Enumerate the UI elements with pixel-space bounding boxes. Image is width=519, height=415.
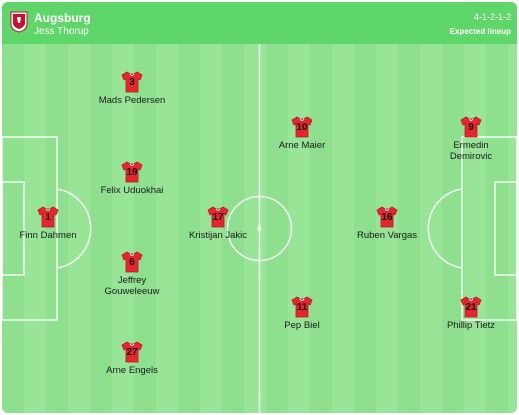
lineup-status: Expected lineup [449, 27, 511, 36]
player-name: Ruben Vargas [356, 230, 418, 241]
player-def-4[interactable]: 27 Arne Engels [82, 341, 182, 376]
shirt-icon: 6 [121, 251, 143, 273]
pitch: 1 Finn Dahmen 3 Mads Pedersen 19 Felix U… [2, 44, 517, 413]
player-name: Mads Pedersen [98, 95, 166, 106]
player-name: Arne Engels [106, 365, 158, 376]
shirt-number: 19 [126, 167, 138, 178]
shirt-icon: 27 [121, 341, 143, 363]
player-dm[interactable]: 17 Kristijan Jakic [168, 206, 268, 241]
shirt-icon: 11 [291, 296, 313, 318]
player-cm-2[interactable]: 11 Pep Biel [252, 296, 352, 331]
player-def-2[interactable]: 19 Felix Uduokhai [82, 161, 182, 196]
player-name: Jeffrey [117, 275, 147, 286]
player-name: Kristijan Jakic [188, 230, 248, 241]
shirt-number: 21 [465, 302, 477, 313]
shirt-icon: 19 [121, 161, 143, 183]
team-header: Augsburg Jess Thorup 4-1-2-1-2 Expected … [2, 2, 517, 44]
shirt-icon: 16 [376, 206, 398, 228]
player-fw-2[interactable]: 21 Phillip Tietz [421, 296, 517, 331]
shirt-icon: 1 [37, 206, 59, 228]
player-name-line2: Gouweleeuw [104, 286, 160, 297]
shirt-number: 1 [45, 212, 51, 223]
shirt-number: 17 [212, 212, 224, 223]
shirt-number: 27 [126, 347, 138, 358]
shirt-icon: 21 [460, 296, 482, 318]
player-am[interactable]: 16 Ruben Vargas [337, 206, 437, 241]
shirt-number: 10 [296, 122, 308, 133]
player-name: Finn Dahmen [19, 230, 77, 241]
shirt-icon: 10 [291, 116, 313, 138]
team-name[interactable]: Augsburg [34, 11, 91, 25]
augsburg-crest-icon [10, 11, 28, 33]
player-name: Arne Maier [278, 140, 326, 151]
player-name: Phillip Tietz [446, 320, 496, 331]
player-name: Felix Uduokhai [100, 185, 164, 196]
player-name: Pep Biel [284, 320, 320, 331]
coach-name: Jess Thorup [34, 26, 89, 37]
shirt-number: 6 [129, 257, 135, 268]
shirt-number: 3 [129, 77, 135, 88]
player-name-line2: Demirovic [449, 151, 493, 162]
player-gk[interactable]: 1 Finn Dahmen [2, 206, 98, 241]
shirt-icon: 17 [207, 206, 229, 228]
player-name: Ermedin [453, 140, 489, 151]
shirt-number: 16 [381, 212, 393, 223]
player-fw-1[interactable]: 9 Ermedin Demirovic [421, 116, 517, 162]
shirt-icon: 3 [121, 71, 143, 93]
player-def-3[interactable]: 6 Jeffrey Gouweleeuw [82, 251, 182, 297]
pitch-lines [2, 44, 517, 413]
shirt-icon: 9 [460, 116, 482, 138]
player-def-1[interactable]: 3 Mads Pedersen [82, 71, 182, 106]
formation-label: 4-1-2-1-2 [473, 12, 511, 22]
shirt-number: 11 [296, 302, 308, 313]
shirt-number: 9 [468, 122, 474, 133]
player-cm-1[interactable]: 10 Arne Maier [252, 116, 352, 151]
